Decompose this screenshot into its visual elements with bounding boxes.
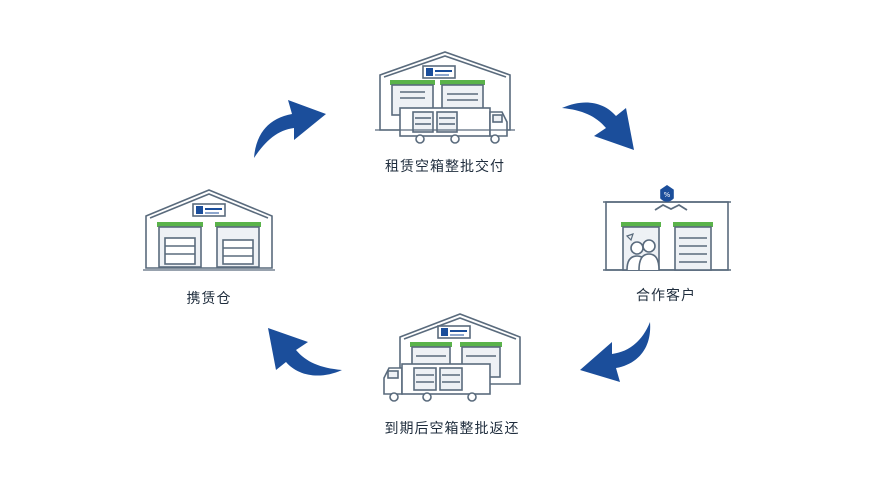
curved-arrow-icon xyxy=(560,96,640,156)
step-label-right: 合作客户 xyxy=(636,288,696,304)
step-label-bottom: 到期后空箱整批返还 xyxy=(384,421,520,437)
curved-arrow-icon xyxy=(578,320,658,394)
curved-arrow-icon xyxy=(248,92,328,164)
curved-arrow-icon xyxy=(262,324,344,386)
truck-warehouse-icon xyxy=(382,312,522,407)
step-label-left: 携赁仓 xyxy=(186,291,232,307)
warehouse-truck-icon xyxy=(375,50,515,150)
customer-warehouse-icon: % xyxy=(603,180,731,275)
step-label-top: 租赁空箱整批交付 xyxy=(385,159,505,175)
svg-text:%: % xyxy=(664,191,671,199)
warehouse-icon xyxy=(143,188,275,274)
